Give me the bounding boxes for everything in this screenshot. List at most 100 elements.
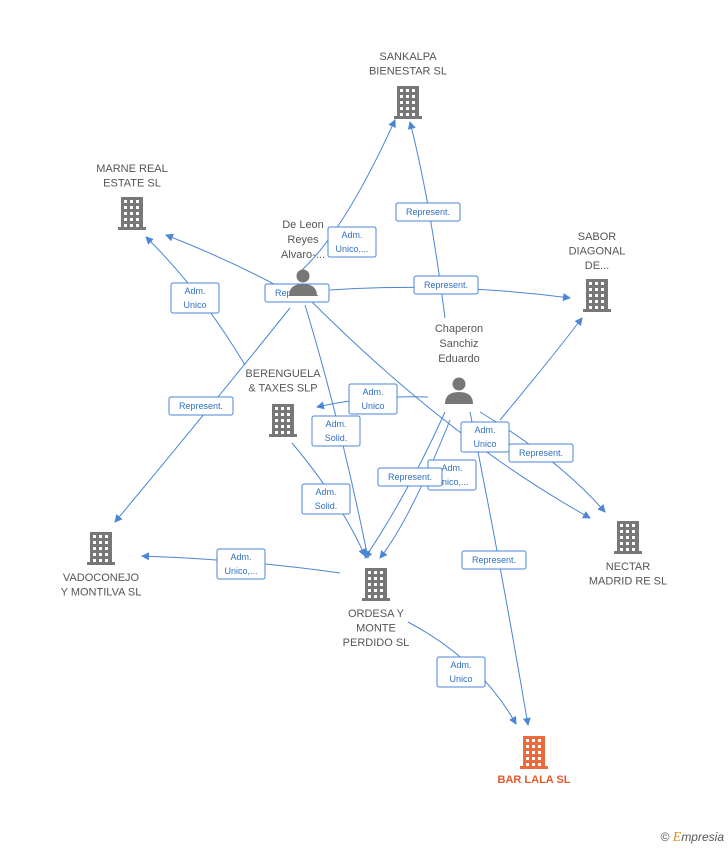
edge-label-text: Unico — [183, 300, 206, 310]
node-label: Eduardo — [438, 353, 480, 365]
node-label: Alvaro-... — [281, 249, 325, 261]
building-icon — [614, 521, 642, 554]
edge-label-text: Adm. — [230, 552, 251, 562]
edge-label[interactable]: Adm. Solid. — [311, 415, 361, 447]
edge-label-text: Unico,... — [335, 244, 368, 254]
watermark: © Empresia — [661, 830, 724, 846]
edge-label[interactable]: Represent. — [508, 443, 574, 463]
node-label: ORDESA Y — [348, 608, 405, 620]
edge-label[interactable]: Represent. — [461, 550, 527, 570]
edge-label-box — [413, 275, 479, 295]
building-icon — [87, 532, 115, 565]
node-label: Chaperon — [435, 323, 483, 335]
edge-label-text: Adm. — [184, 286, 205, 296]
node-label: BAR LALA SL — [498, 774, 571, 786]
node-vadoconejo[interactable]: VADOCONEJO Y MONTILVA SL — [61, 532, 142, 599]
edge-label[interactable]: Represent. — [395, 202, 461, 222]
node-label: MADRID RE SL — [589, 576, 667, 588]
edge-label-text: Represent. — [406, 207, 450, 217]
node-label: Y MONTILVA SL — [61, 587, 142, 599]
edge-label-text: Adm. — [362, 387, 383, 397]
node-label: BERENGUELA — [245, 368, 321, 380]
node-label: PERDIDO SL — [343, 637, 410, 649]
edge-label[interactable]: Represent. — [168, 396, 234, 416]
edge-label[interactable]: Adm. Unico,... — [327, 226, 377, 258]
node-deleon[interactable]: De LeonReyesAlvaro-... — [281, 219, 325, 296]
node-label: De Leon — [282, 219, 324, 231]
node-barlala[interactable]: BAR LALA SL — [498, 736, 571, 786]
node-label: MONTE — [356, 623, 396, 635]
edge-label-box — [311, 415, 361, 447]
edge-label-box — [508, 443, 574, 463]
edge-label-text: Represent. — [472, 555, 516, 565]
edge-label-box — [436, 656, 486, 688]
edge-label[interactable]: Adm. Unico — [170, 282, 220, 314]
building-icon — [118, 197, 146, 230]
edge-label-box — [327, 226, 377, 258]
edge-label-box — [168, 396, 234, 416]
edge-label-text: Represent. — [424, 280, 468, 290]
node-label: DE... — [585, 260, 609, 272]
node-sabor[interactable]: SABOR DIAGONAL DE... — [569, 231, 626, 312]
edge-label-box — [461, 550, 527, 570]
edge-deleon-to-nectar — [309, 299, 591, 519]
node-label: Sanchiz — [439, 338, 478, 350]
edge-labels-layer: Adm.Unico,...Represent.Represent.Adm.Uni… — [168, 202, 574, 688]
node-label: SABOR — [578, 231, 617, 243]
node-label: MARNE REAL — [96, 163, 168, 175]
node-ordesa[interactable]: ORDESA Y MONTE PERDIDO SL — [343, 568, 410, 649]
edge-label-text: Unico — [473, 439, 496, 449]
edge-label-text: Represent. — [179, 401, 223, 411]
edge-chaperon-to-ordesa — [379, 419, 451, 559]
edge-label-text: Adm. — [450, 660, 471, 670]
node-marne[interactable]: MARNE REAL ESTATE SL — [96, 163, 168, 230]
edge-label-text: Adm. — [315, 487, 336, 497]
edge-label-text: Solid. — [315, 501, 338, 511]
edge-label-box — [170, 282, 220, 314]
edge-label[interactable]: Represent. — [413, 275, 479, 295]
edge-label-text: Represent. — [519, 448, 563, 458]
edge-label-text: Unico — [449, 674, 472, 684]
building-icon — [269, 404, 297, 437]
edge-chaperon-to-ordesa — [364, 411, 446, 559]
node-label: BIENESTAR SL — [369, 66, 447, 78]
copyright-symbol: © — [660, 830, 670, 844]
node-label: ESTATE SL — [103, 178, 161, 190]
edge-label[interactable]: Adm. Unico — [348, 383, 398, 415]
edge-label-text: Adm. — [341, 230, 362, 240]
building-icon — [520, 736, 548, 769]
edge-chaperon-to-sabor — [499, 317, 583, 421]
edge-label-text: Adm. — [474, 425, 495, 435]
edge-label-text: Represent. — [388, 472, 432, 482]
edge-label-text: Adm. — [441, 463, 462, 473]
edge-label[interactable]: Adm. Unico — [436, 656, 486, 688]
person-icon — [289, 269, 317, 296]
edge-label-box — [216, 548, 266, 580]
edge-label-text: Unico,... — [435, 477, 468, 487]
node-label: VADOCONEJO — [63, 572, 140, 584]
edge-label[interactable]: Represent. — [377, 467, 443, 487]
edge-label-box — [395, 202, 461, 222]
brand-name: mpresia — [681, 830, 724, 844]
edge-label-text: Unico — [361, 401, 384, 411]
building-icon — [583, 279, 611, 312]
edge-label-text: Solid. — [325, 433, 348, 443]
node-label: & TAXES SLP — [248, 383, 317, 395]
edge-label-box — [377, 467, 443, 487]
node-label: Reyes — [287, 234, 319, 246]
building-icon — [362, 568, 390, 601]
edge-deleon-to-sankalpa — [301, 119, 396, 271]
node-berenguela[interactable]: BERENGUELA & TAXES SLP — [245, 368, 321, 437]
edge-label[interactable]: Adm. Unico — [460, 421, 510, 453]
person-icon — [445, 377, 473, 404]
node-label: DIAGONAL — [569, 246, 626, 258]
edge-label-text: Unico,... — [224, 566, 257, 576]
edge-label-text: Adm. — [325, 419, 346, 429]
edge-label[interactable]: Adm. Solid. — [301, 483, 351, 515]
edge-label[interactable]: Adm. Unico,... — [216, 548, 266, 580]
